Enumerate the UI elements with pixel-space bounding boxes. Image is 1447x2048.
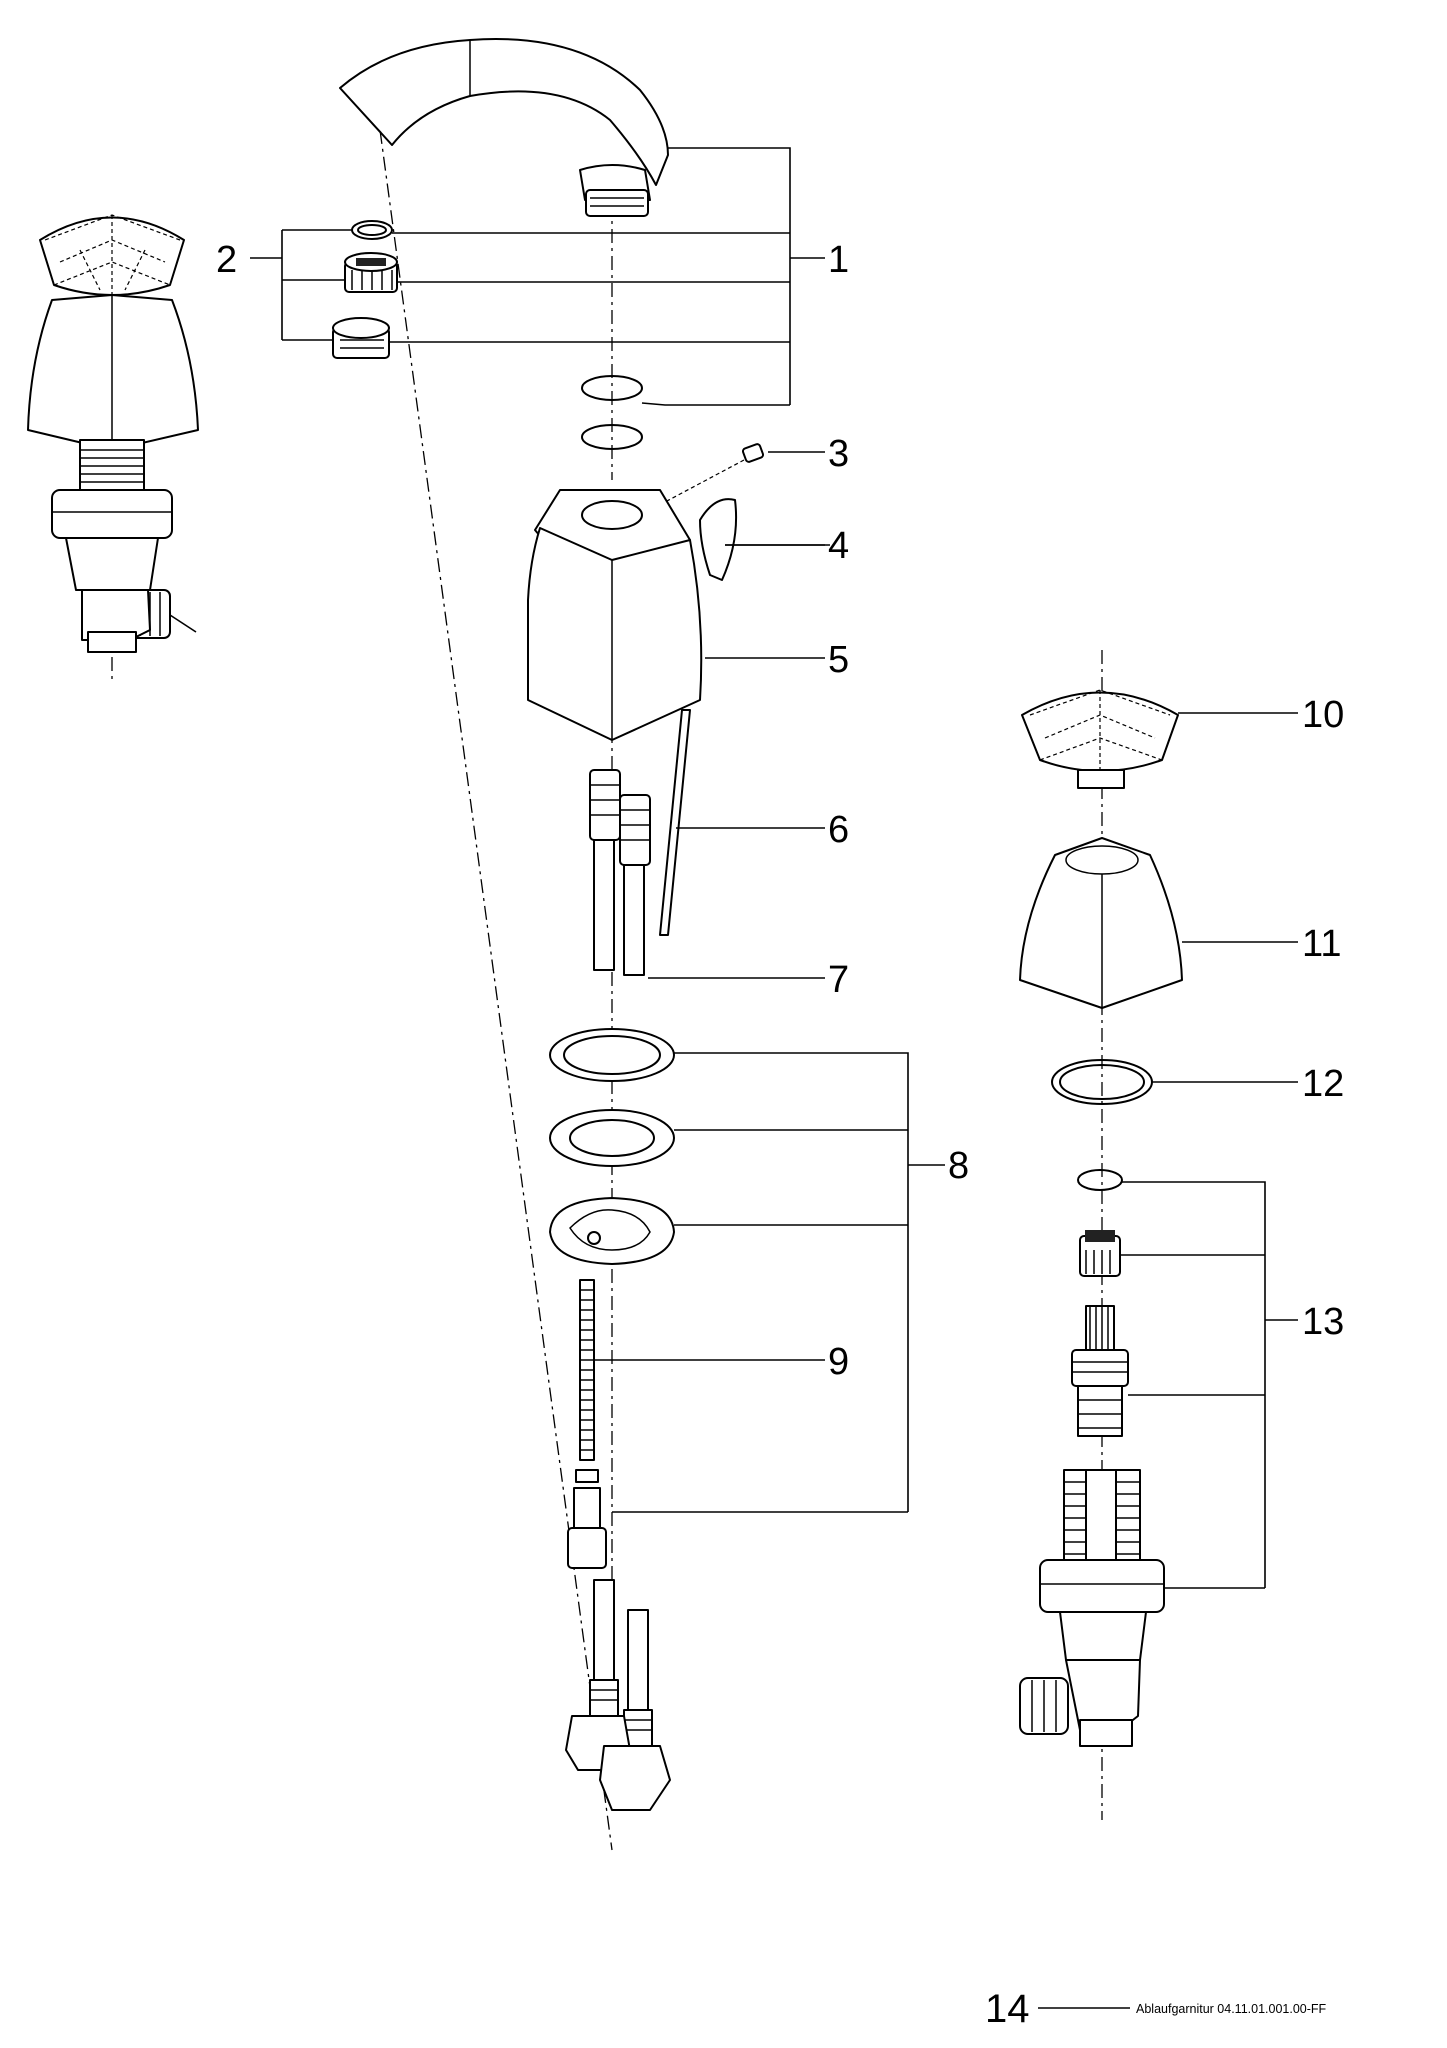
drain-set-label: Ablaufgarnitur 04.11.01.001.00-FF bbox=[1136, 2002, 1327, 2016]
leader-lines bbox=[250, 147, 1298, 2009]
centre-assembly bbox=[332, 38, 830, 1851]
spout bbox=[339, 38, 669, 217]
callout-9: 9 bbox=[828, 1341, 849, 1383]
flexible-hoses bbox=[565, 1579, 671, 1811]
callout-5: 5 bbox=[828, 639, 849, 681]
callout-2: 2 bbox=[216, 239, 237, 281]
faucet-body bbox=[527, 489, 703, 741]
callout-11: 11 bbox=[1302, 923, 1341, 965]
aerator-parts bbox=[332, 220, 398, 359]
left-valve-assembly bbox=[27, 214, 199, 680]
callout-4: 4 bbox=[828, 525, 849, 567]
callout-10: 10 bbox=[1302, 694, 1344, 736]
supply-pipes bbox=[589, 769, 651, 976]
callout-13: 13 bbox=[1302, 1301, 1344, 1343]
callout-12: 12 bbox=[1302, 1063, 1344, 1105]
right-valve-exploded bbox=[1019, 650, 1183, 1820]
callout-14: 14 bbox=[985, 1987, 1030, 2031]
callout-8: 8 bbox=[948, 1145, 969, 1187]
callout-7: 7 bbox=[828, 959, 849, 1001]
callout-6: 6 bbox=[828, 809, 849, 851]
callout-3: 3 bbox=[828, 433, 849, 475]
callout-1: 1 bbox=[828, 239, 849, 281]
threaded-rod bbox=[567, 1279, 607, 1569]
callout-labels: 1 2 3 4 5 6 7 8 9 10 11 12 13 14 Ablaufg… bbox=[216, 239, 1344, 2031]
